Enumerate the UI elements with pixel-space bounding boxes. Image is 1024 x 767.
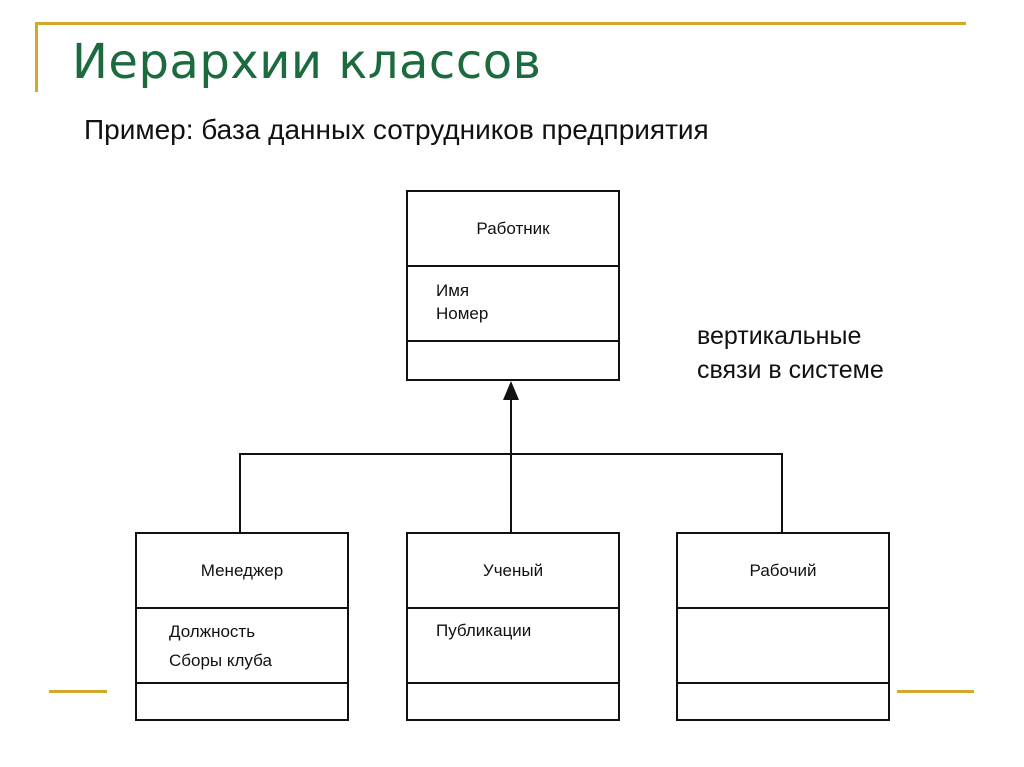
class-name: Менеджер (137, 534, 347, 609)
class-box-manager: Менеджер Должность Сборы клуба (135, 532, 349, 721)
annotation-text: вертикальные связи в системе (697, 319, 884, 387)
class-operations (408, 681, 618, 719)
annotation-line-1: вертикальные (697, 322, 862, 350)
footer-line-right (897, 690, 974, 693)
class-operations (137, 681, 347, 719)
class-attributes: Публикации (408, 607, 618, 684)
attribute: Номер (436, 304, 489, 323)
arrowhead-icon (503, 381, 519, 400)
annotation-line-2: связи в системе (697, 356, 884, 384)
attribute: Сборы клуба (169, 651, 272, 670)
slide-subtitle: Пример: база данных сотрудников предприя… (84, 114, 709, 145)
attribute: Имя (436, 281, 470, 300)
class-attributes: Должность Сборы клуба (137, 607, 347, 684)
frame-top-line (36, 22, 966, 25)
class-box-parent: Работник Имя Номер (406, 190, 620, 381)
class-name: Рабочий (678, 534, 888, 609)
slide-title: Иерархии классов (72, 34, 542, 90)
class-name: Ученый (408, 534, 618, 609)
class-name: Работник (408, 192, 618, 267)
attribute: Должность (169, 622, 256, 641)
class-operations (408, 341, 618, 379)
footer-line-left (49, 690, 107, 693)
class-box-worker: Рабочий (676, 532, 890, 721)
class-attributes (678, 607, 888, 684)
class-attributes: Имя Номер (408, 265, 618, 342)
class-operations (678, 681, 888, 719)
class-box-scientist: Ученый Публикации (406, 532, 620, 721)
frame-left-line (35, 22, 38, 92)
attribute: Публикации (436, 621, 532, 640)
